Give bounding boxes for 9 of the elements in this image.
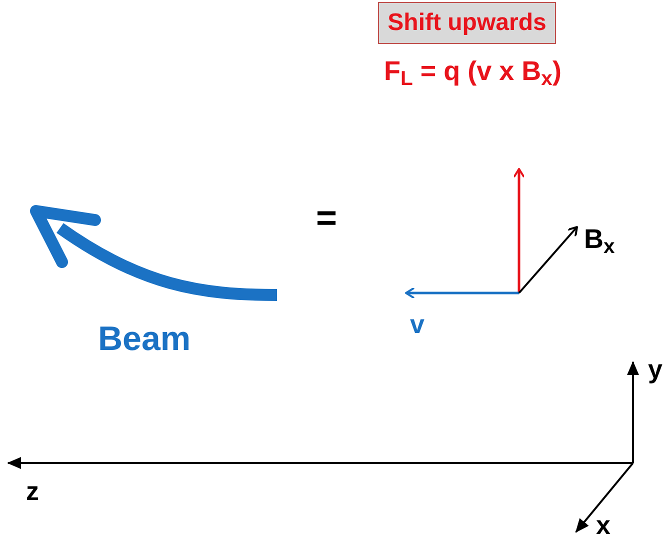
formula-text: F$_{L}$ = q (v x B$_{x}$) [384,58,562,85]
vector-label: v [410,311,424,337]
beam-label: Beam [98,322,191,356]
axis-label: y [648,356,662,382]
title-box: Shift upwards [378,2,556,44]
axis-label: x [596,512,610,538]
axis-label: z [26,478,39,504]
vector-label: B$_{x}$ [584,226,615,253]
equals-sign: = [316,200,338,236]
